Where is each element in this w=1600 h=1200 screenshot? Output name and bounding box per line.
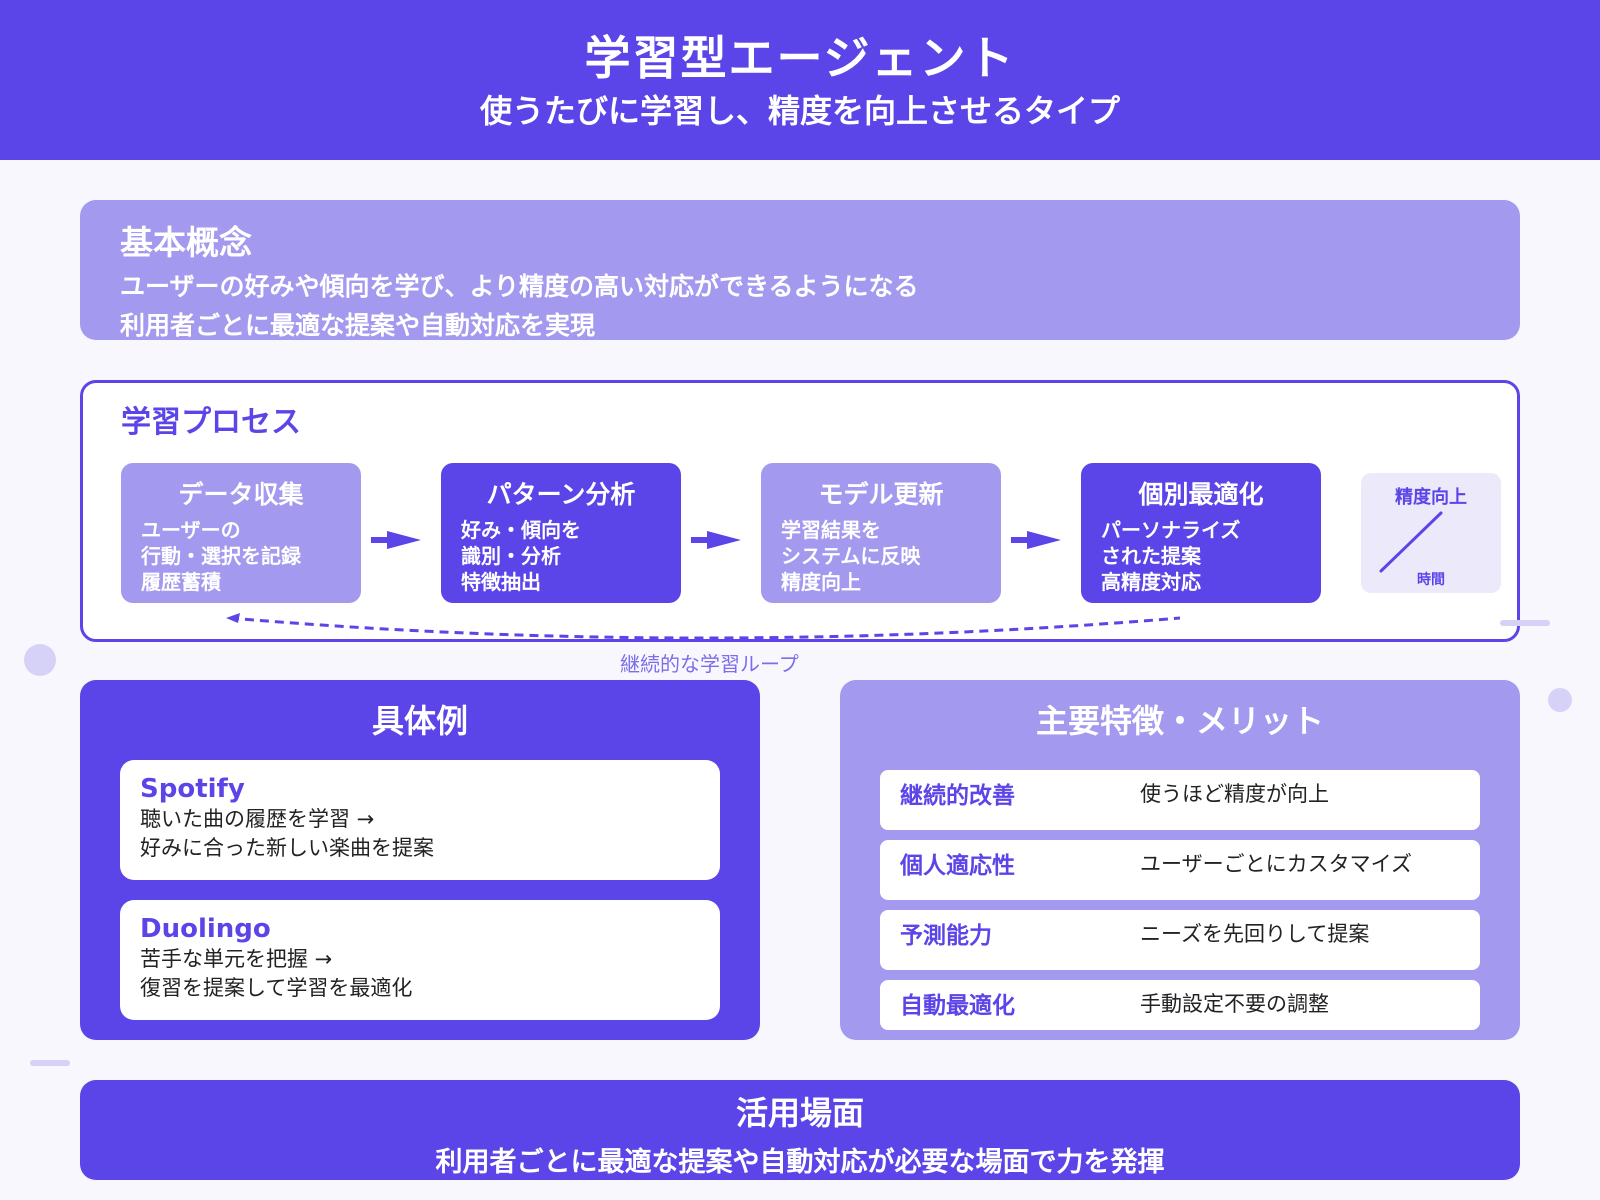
example-card-spotify: Spotify 聴いた曲の履歴を学習 → 好みに合った新しい楽曲を提案 — [120, 760, 720, 880]
step-title: モデル更新 — [818, 480, 944, 509]
example-line: 聴いた曲の履歴を学習 → — [140, 807, 375, 831]
learning-process-panel: 学習プロセス データ収集 ユーザーの 行動・選択を記録 履歴蓄積 パターン分析 … — [80, 380, 1520, 642]
feature-key: 個人適応性 — [900, 853, 1015, 879]
usage-heading: 活用場面 — [735, 1094, 864, 1132]
feature-row: 個人適応性 ユーザーごとにカスタマイズ — [880, 840, 1480, 900]
chart-title: 精度向上 — [1395, 487, 1467, 508]
usage-description: 利用者ごとに最適な提案や自動対応が必要な場面で力を発揮 — [435, 1147, 1165, 1178]
concept-line: ユーザーの好みや傾向を学び、より精度の高い対応ができるようになる — [120, 272, 919, 301]
step-title: データ収集 — [178, 480, 304, 509]
example-name: Spotify — [140, 774, 245, 804]
step-line: 好み・傾向を — [461, 518, 581, 542]
step-line: ユーザーの — [141, 518, 241, 542]
example-line: 苦手な単元を把握 → — [140, 947, 333, 971]
step-line: 学習結果を — [781, 518, 881, 542]
feature-value: ニーズを先回りして提案 — [1140, 922, 1370, 946]
process-step-personal-optimization: 個別最適化 パーソナライズ された提案 高精度対応 — [1081, 463, 1321, 603]
decorative-bar — [30, 1060, 70, 1066]
step-line: システムに反映 — [781, 544, 921, 568]
step-line: 行動・選択を記録 — [141, 544, 301, 568]
example-card-duolingo: Duolingo 苦手な単元を把握 → 復習を提案して学習を最適化 — [120, 900, 720, 1020]
step-line: 精度向上 — [781, 570, 861, 594]
process-step-pattern-analysis: パターン分析 好み・傾向を 識別・分析 特徴抽出 — [441, 463, 681, 603]
features-heading: 主要特徴・メリット — [1035, 702, 1324, 740]
feature-row: 自動最適化 手動設定不要の調整 — [880, 980, 1480, 1030]
learning-loop-connector — [226, 613, 1181, 640]
process-step-model-update: モデル更新 学習結果を システムに反映 精度向上 — [761, 463, 1001, 603]
features-panel: 主要特徴・メリット 継続的改善 使うほど精度が向上 個人適応性 ユーザーごとにカ… — [840, 680, 1520, 1040]
step-line: 特徴抽出 — [461, 570, 541, 594]
example-name: Duolingo — [140, 914, 271, 944]
trend-line-icon — [1379, 511, 1443, 573]
feature-key: 継続的改善 — [900, 783, 1015, 809]
step-line: 履歴蓄積 — [141, 570, 221, 594]
arrow-right-icon — [371, 531, 421, 549]
feature-key: 自動最適化 — [900, 993, 1015, 1019]
examples-heading: 具体例 — [371, 702, 468, 740]
feature-row: 継続的改善 使うほど精度が向上 — [880, 770, 1480, 830]
step-title: パターン分析 — [486, 480, 636, 509]
example-line: 好みに合った新しい楽曲を提案 — [140, 836, 434, 860]
accuracy-growth-chart: 精度向上 時間 — [1361, 473, 1501, 593]
page-title: 学習型エージェント — [584, 31, 1016, 85]
decorative-dot — [1548, 688, 1572, 712]
loop-label: 継続的な学習ループ — [620, 652, 799, 676]
header-banner: 学習型エージェント 使うたびに学習し、精度を向上させるタイプ — [0, 0, 1600, 160]
usage-panel: 活用場面 利用者ごとに最適な提案や自動対応が必要な場面で力を発揮 — [80, 1080, 1520, 1180]
feature-value: ユーザーごとにカスタマイズ — [1140, 852, 1412, 876]
feature-row: 予測能力 ニーズを先回りして提案 — [880, 910, 1480, 970]
example-line: 復習を提案して学習を最適化 — [140, 976, 413, 1000]
step-line: 識別・分析 — [461, 544, 561, 568]
feature-value: 手動設定不要の調整 — [1140, 992, 1329, 1016]
examples-panel: 具体例 Spotify 聴いた曲の履歴を学習 → 好みに合った新しい楽曲を提案 … — [80, 680, 760, 1040]
concept-heading: 基本概念 — [120, 223, 252, 262]
process-heading: 学習プロセス — [121, 405, 301, 440]
chart-x-label: 時間 — [1417, 572, 1445, 588]
concept-line: 利用者ごとに最適な提案や自動対応を実現 — [120, 311, 596, 340]
page-subtitle: 使うたびに学習し、精度を向上させるタイプ — [479, 92, 1120, 130]
arrow-right-icon — [1011, 531, 1061, 549]
step-line: 高精度対応 — [1101, 570, 1201, 594]
feature-value: 使うほど精度が向上 — [1140, 782, 1329, 806]
step-line: された提案 — [1101, 544, 1201, 568]
concept-panel: 基本概念 ユーザーの好みや傾向を学び、より精度の高い対応ができるようになる 利用… — [80, 200, 1520, 340]
process-step-data-collection: データ収集 ユーザーの 行動・選択を記録 履歴蓄積 — [121, 463, 361, 603]
decorative-bar — [1500, 620, 1550, 626]
feature-key: 予測能力 — [900, 923, 992, 949]
step-title: 個別最適化 — [1138, 480, 1264, 509]
step-line: パーソナライズ — [1101, 518, 1241, 542]
decorative-dot — [24, 644, 56, 676]
arrow-right-icon — [691, 531, 741, 549]
